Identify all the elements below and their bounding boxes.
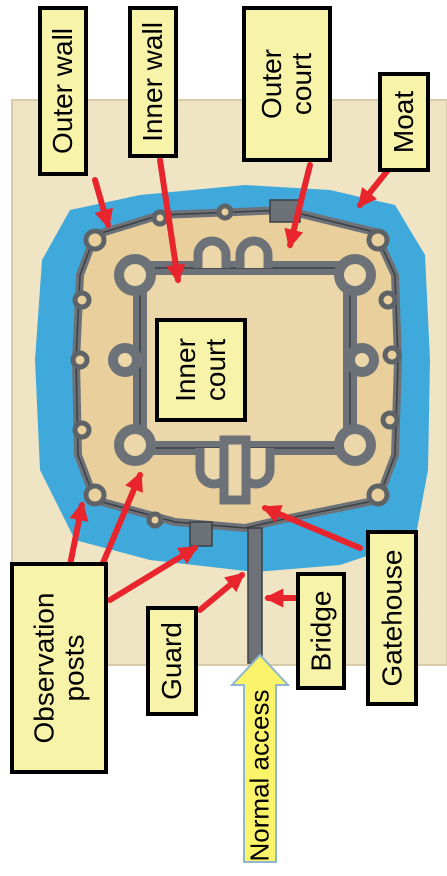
label-normal-access: Normal access [244,689,275,861]
arrow-guard [197,572,245,613]
pointer-arrows [67,157,391,613]
arrow-inner-wall [157,157,186,284]
label-outer-court: Outer court [242,6,332,162]
gatehouse [195,435,275,505]
arrow-gatehouse [261,505,363,551]
arrow-observation-guard [107,545,199,603]
label-guard: Guard [146,606,198,716]
outer-wall-turrets [70,203,402,529]
bridge [247,527,263,664]
upper-towers [193,236,273,268]
label-inner-court: Inner court [155,318,247,422]
label-gatehouse: Gatehouse [366,530,418,706]
label-moat: Moat [378,72,430,172]
inner-wall-towers [108,254,379,466]
arrow-observation-outer [67,501,89,568]
arrow-outer-court [284,162,313,249]
label-inner-wall: Inner wall [128,6,178,158]
normal-access-arrow [229,653,291,863]
label-observation-posts: Observation posts [10,562,108,774]
guard-post [189,521,213,547]
arrow-observation-inner [97,471,143,573]
label-bridge: Bridge [296,572,346,690]
arrow-outer-wall [92,177,113,229]
label-outer-wall: Outer wall [38,6,88,176]
arrow-moat [357,167,391,208]
